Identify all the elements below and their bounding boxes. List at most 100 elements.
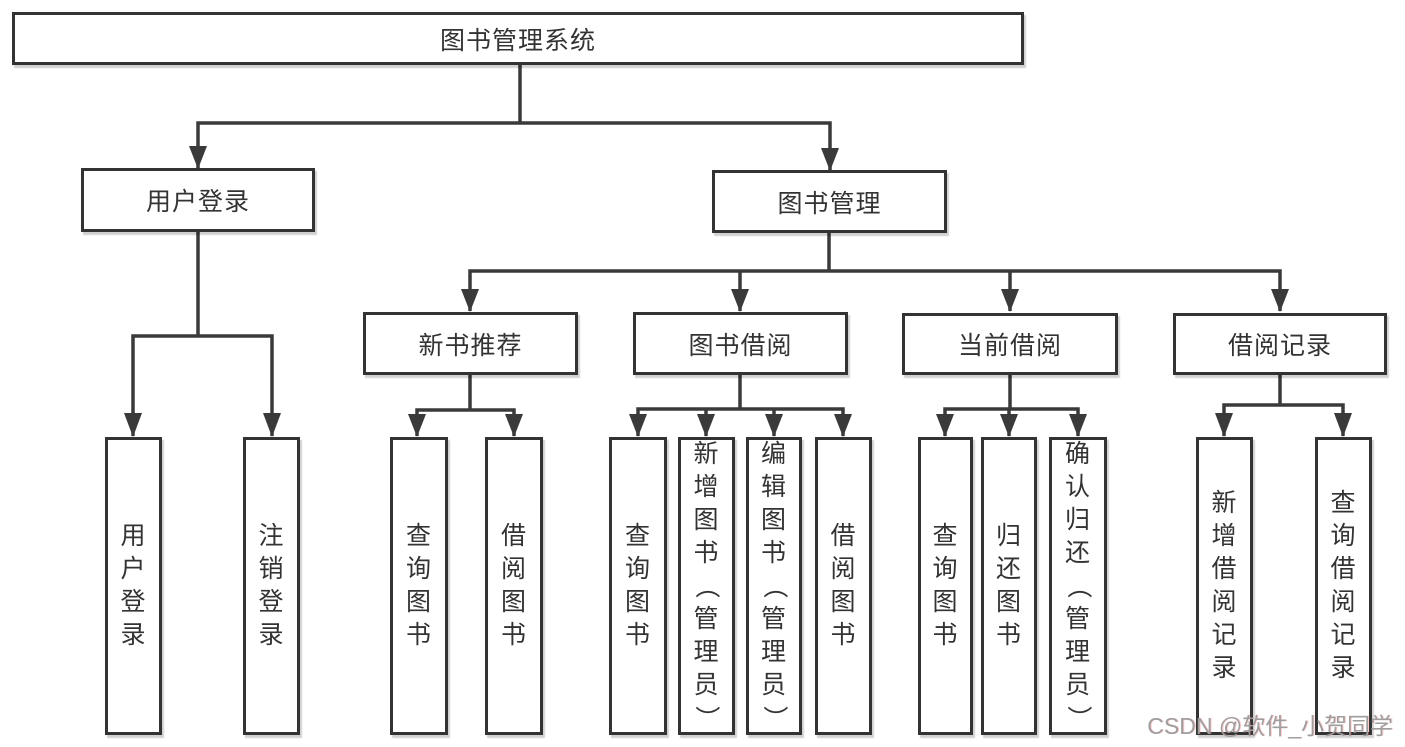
leaf-label-char: 图: [760, 505, 787, 534]
leaf-label-char: 图: [932, 588, 959, 616]
leaf-label-char: 用: [120, 522, 147, 550]
leaf-label-char: 阅: [1330, 588, 1357, 616]
node-borrowing-label: 图书借阅: [688, 331, 793, 360]
leaf-borrowing-add: 新增图书 （ 管理员 ）: [678, 437, 735, 735]
leaf-label-char: 增: [1211, 522, 1238, 550]
leaf-newbooks-borrow: 借阅图书: [485, 437, 543, 735]
leaf-label-char: 书: [693, 538, 720, 567]
leaf-label-char: 询: [405, 555, 432, 583]
connector-current-to-leaves: [936, 375, 1087, 437]
leaf-label-char: ）: [760, 704, 789, 732]
leaf-current-confirm: 确认归还（管理员）: [1049, 437, 1107, 735]
leaf-label-char: 图: [405, 588, 432, 616]
node-records: 借阅记录: [1173, 313, 1387, 375]
leaf-label-char: 图: [830, 588, 857, 616]
connector-user-login-to-leaves: [124, 232, 281, 437]
leaf-label-char: 增: [693, 472, 720, 501]
leaf-label-char: （: [760, 572, 789, 600]
connector-root-to-level2: [189, 65, 839, 171]
leaf-label-char: 阅: [1211, 588, 1238, 616]
leaf-label-char: 图: [995, 588, 1022, 616]
leaf-label-char: 确: [1064, 439, 1091, 468]
leaf-label-char: 员: [693, 670, 720, 699]
leaf-label-char: 记: [1211, 621, 1238, 649]
leaf-label-char: ）: [1064, 704, 1093, 732]
leaf-label-char: 登: [258, 588, 285, 616]
leaf-current-query: 查询图书: [918, 437, 973, 735]
leaf-label-char: 录: [120, 621, 147, 649]
connector-borrowing-to-leaves: [629, 375, 852, 437]
leaf-label-char: 查: [1330, 489, 1357, 517]
leaf-label-char: 查: [405, 522, 432, 550]
leaf-label-char: 员: [1064, 670, 1091, 699]
leaf-label-char: 图: [693, 505, 720, 534]
leaf-label-char: （: [692, 572, 721, 600]
leaf-borrowing-edit: 编辑图书 （ 管理员 ）: [746, 437, 802, 735]
leaf-label-char: 借: [830, 522, 857, 550]
leaf-label-char: 管: [1064, 604, 1091, 633]
node-new-books: 新书推荐: [363, 312, 578, 375]
leaf-label-char: 录: [1330, 654, 1357, 682]
leaf-label-char: 阅: [500, 555, 527, 583]
leaf-label-char: 还: [1064, 538, 1091, 567]
leaf-label-char: 查: [624, 522, 651, 550]
connector-new-books-to-leaves: [408, 375, 523, 437]
leaf-label-char: 询: [624, 555, 651, 583]
leaf-label-char: 图: [624, 588, 651, 616]
leaf-label-char: 理: [760, 637, 787, 666]
leaf-label-char: 户: [120, 555, 147, 583]
leaf-records-query: 查询借阅记录: [1315, 437, 1372, 735]
watermark: CSDN @软件_小贺同学: [1147, 713, 1393, 739]
leaf-label-char: 归: [1064, 505, 1091, 534]
leaf-label-char: 还: [995, 555, 1022, 583]
leaf-label-char: 管: [760, 604, 787, 633]
leaf-label-char: 员: [760, 670, 787, 699]
connector-records-to-leaves: [1215, 375, 1352, 437]
leaf-current-return: 归还图书: [981, 437, 1037, 735]
leaf-label-char: 阅: [830, 555, 857, 583]
leaf-label-char: 录: [258, 621, 285, 649]
leaf-user-login: 用户登录: [105, 437, 162, 735]
node-records-label: 借阅记录: [1227, 332, 1332, 360]
leaf-label-char: 记: [1330, 621, 1357, 649]
node-user-login: 用户登录: [81, 168, 315, 232]
node-root: 图书管理系统: [12, 12, 1024, 65]
leaf-label-char: 新: [1211, 489, 1238, 517]
leaf-label-char: 书: [760, 538, 787, 567]
leaf-label-char: 图: [500, 588, 527, 616]
leaf-label-char: 录: [1211, 654, 1238, 682]
node-borrowing: 图书借阅: [633, 312, 848, 375]
leaf-borrowing-query: 查询图书: [609, 437, 667, 735]
node-book-mgmt-label: 图书管理: [777, 189, 882, 218]
leaf-label-char: 书: [995, 621, 1022, 649]
leaf-logout: 注销登录: [243, 437, 300, 735]
leaf-label-char: 书: [830, 621, 857, 649]
leaf-label-char: ）: [692, 704, 721, 732]
leaf-label-char: 书: [932, 621, 959, 649]
leaf-label-char: 查: [932, 522, 959, 550]
leaf-label-char: 理: [693, 637, 720, 666]
leaf-newbooks-query: 查询图书: [390, 437, 448, 735]
leaf-label-char: 编: [760, 439, 787, 468]
leaf-records-add: 新增借阅记录: [1196, 437, 1253, 735]
leaf-label-char: 管: [693, 604, 720, 633]
leaf-label-char: 询: [1330, 522, 1357, 550]
leaf-borrowing-borrow: 借阅图书: [815, 437, 872, 735]
leaf-label-char: 书: [500, 621, 527, 649]
node-root-label: 图书管理系统: [439, 26, 596, 55]
node-current-label: 当前借阅: [957, 332, 1062, 360]
leaf-label-char: 询: [932, 555, 959, 583]
node-current: 当前借阅: [902, 313, 1118, 375]
leaf-label-char: 认: [1064, 472, 1091, 501]
leaf-label-char: 登: [120, 588, 147, 616]
leaf-label-char: 辑: [760, 472, 787, 501]
leaf-label-char: 借: [1211, 555, 1238, 583]
leaf-label-char: 注: [258, 522, 285, 550]
leaf-label-char: 新: [693, 439, 720, 468]
leaf-label-char: 借: [500, 522, 527, 550]
leaf-label-char: 归: [995, 522, 1022, 550]
node-user-login-label: 用户登录: [145, 188, 250, 216]
leaf-label-char: 书: [624, 621, 651, 649]
